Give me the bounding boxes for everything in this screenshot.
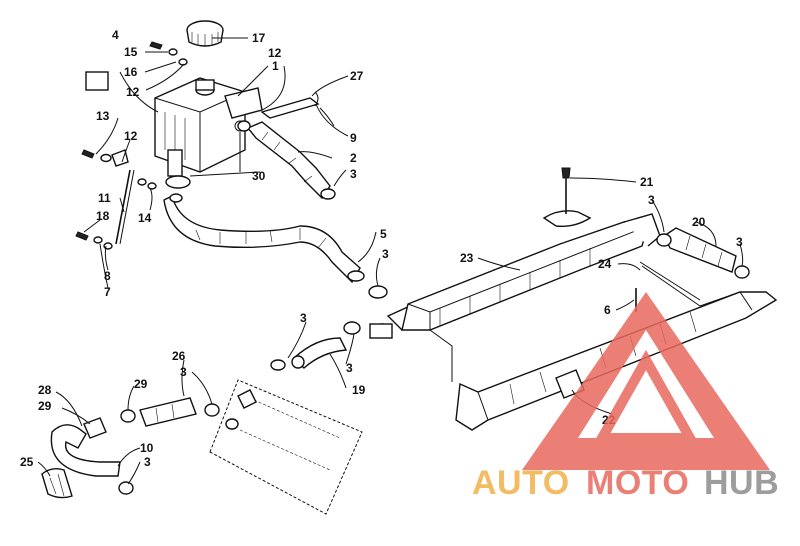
hose-26 xyxy=(120,397,239,430)
bleeder-plate xyxy=(542,210,592,228)
label-12: 12 xyxy=(268,46,282,60)
label-29: 29 xyxy=(38,399,52,413)
label-3: 3 xyxy=(350,167,357,181)
label-19: 19 xyxy=(352,383,366,397)
label-3: 3 xyxy=(144,455,151,469)
label-10: 10 xyxy=(140,441,154,455)
hose-5 xyxy=(163,193,365,284)
label-4: 4 xyxy=(112,28,119,42)
elbow-hose-19 xyxy=(291,305,426,369)
label-3: 3 xyxy=(346,361,353,375)
label-14: 14 xyxy=(138,211,152,225)
leader-lines xyxy=(37,37,744,485)
label-3: 3 xyxy=(736,235,743,249)
label-26: 26 xyxy=(172,349,186,363)
label-2: 2 xyxy=(350,151,357,165)
label-11: 11 xyxy=(98,191,111,205)
label-12: 12 xyxy=(124,129,138,143)
label-7: 7 xyxy=(104,285,111,299)
hose-10 xyxy=(50,417,134,495)
clamp-3 xyxy=(270,359,286,371)
label-3: 3 xyxy=(648,193,655,207)
label-3: 3 xyxy=(180,365,187,379)
mounting-hardware xyxy=(75,41,188,250)
label-30: 30 xyxy=(252,169,266,183)
label-24: 24 xyxy=(598,257,612,271)
clamp-3 xyxy=(368,285,388,299)
label-29: 29 xyxy=(134,377,148,391)
watermark-moto-text: MOTO xyxy=(586,464,689,502)
label-3: 3 xyxy=(382,247,389,261)
watermark-hub-text: HUB xyxy=(704,464,779,502)
label-27: 27 xyxy=(350,69,364,83)
label-21: 21 xyxy=(640,175,654,189)
label-16: 16 xyxy=(124,65,138,79)
decal xyxy=(85,71,109,91)
label-8: 8 xyxy=(104,269,111,283)
watermark-triangle-icon xyxy=(522,292,770,470)
heat-exchanger-23 xyxy=(401,213,661,331)
label-6: 6 xyxy=(604,303,611,317)
label-25: 25 xyxy=(20,455,34,469)
label-13: 13 xyxy=(96,109,110,123)
coolant-tank xyxy=(154,77,263,177)
bracket xyxy=(260,91,335,127)
label-18: 18 xyxy=(96,209,110,223)
clip-25 xyxy=(41,467,73,499)
hose-20 xyxy=(656,227,750,279)
part-labels: 17 4 15 12 1 16 12 27 13 12 9 2 3 30 11 … xyxy=(20,28,743,469)
label-9: 9 xyxy=(350,131,357,145)
label-12: 12 xyxy=(126,85,140,99)
label-1: 1 xyxy=(272,59,279,73)
hose-2 xyxy=(237,120,336,200)
clamp-3 xyxy=(343,321,361,335)
clamp-30 xyxy=(165,175,191,189)
label-20: 20 xyxy=(692,215,706,229)
watermark-auto-text: AUTO xyxy=(472,464,570,502)
label-15: 15 xyxy=(124,45,138,59)
label-17: 17 xyxy=(252,31,266,45)
label-23: 23 xyxy=(460,251,474,265)
tunnel-outline xyxy=(209,379,363,515)
connector-line xyxy=(429,329,453,382)
label-28: 28 xyxy=(38,383,52,397)
watermark-logo: AUTO MOTO HUB xyxy=(472,292,779,502)
label-3: 3 xyxy=(300,311,307,325)
label-5: 5 xyxy=(380,227,387,241)
radiator-cap xyxy=(186,20,224,47)
